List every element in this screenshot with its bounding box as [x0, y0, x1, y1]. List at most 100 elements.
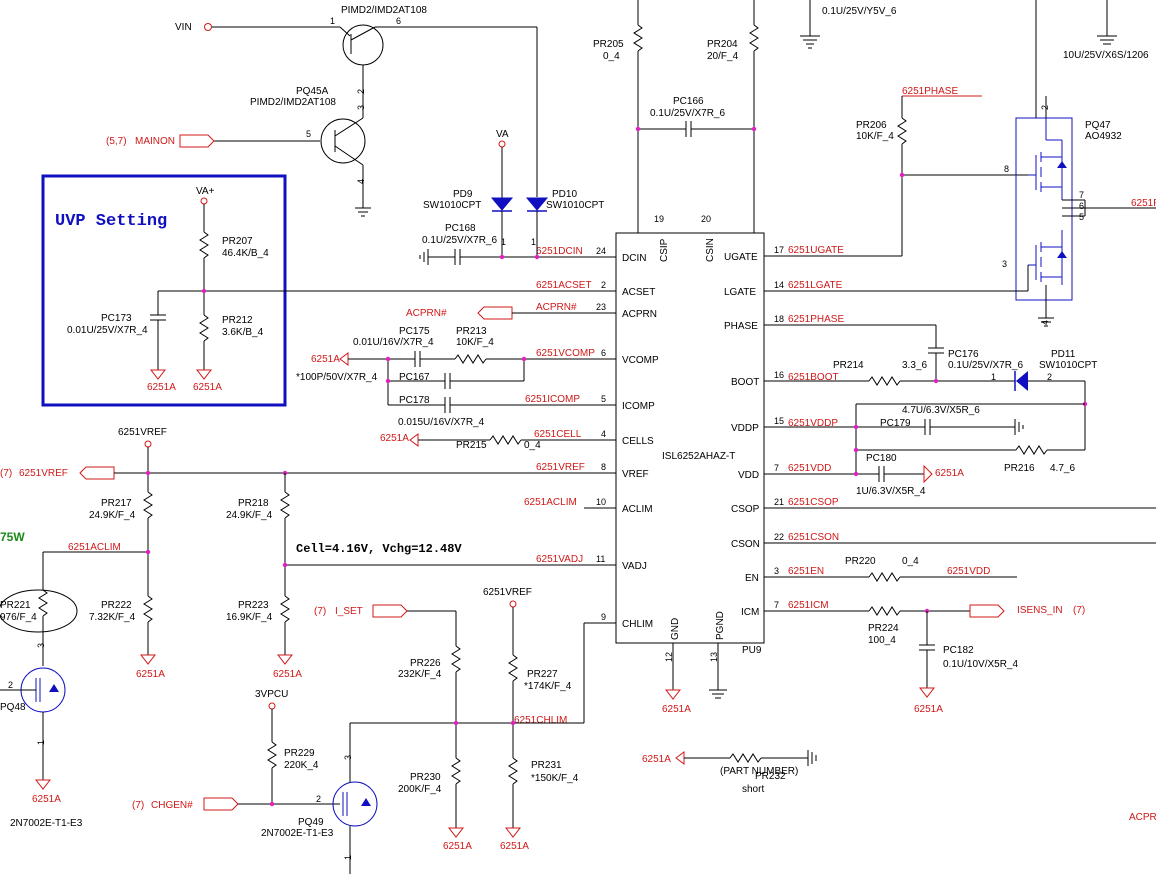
svg-text:PR216: PR216: [1004, 463, 1035, 474]
svg-text:PC178: PC178: [399, 395, 430, 406]
svg-text:6251A: 6251A: [193, 382, 222, 393]
svg-text:PC180: PC180: [866, 453, 897, 464]
pin-num: 5: [601, 394, 606, 404]
svg-text:0.1U/25V/X7R_6: 0.1U/25V/X7R_6: [650, 108, 725, 119]
svg-text:6251A: 6251A: [136, 669, 165, 680]
ic-part: ISL6252AHAZ-T: [662, 451, 735, 462]
pin-name-vref: VREF: [622, 469, 649, 480]
ic-grounds: 6251A: [662, 689, 727, 715]
uvp-title: UVP Setting: [55, 212, 167, 231]
net-label: 6251ICOMP: [525, 394, 580, 405]
pin-name-phase: PHASE: [724, 321, 758, 332]
svg-text:I_SET: I_SET: [335, 606, 363, 617]
svg-text:PR215: PR215: [456, 440, 487, 451]
svg-text:6251A: 6251A: [380, 433, 409, 444]
boot-network: PC176 0.1U/25V/X7R_6 PR214 3.3_6 1 2 PD1…: [794, 324, 1097, 450]
svg-text:5: 5: [1079, 212, 1084, 222]
svg-text:18: 18: [774, 314, 784, 324]
svg-text:15: 15: [774, 416, 784, 426]
svg-text:PR206: PR206: [856, 120, 887, 131]
net-label: 6251ACSET: [536, 280, 592, 291]
svg-text:976/F_4: 976/F_4: [0, 612, 37, 623]
svg-text:3: 3: [1002, 259, 1007, 269]
svg-text:(7): (7): [132, 800, 144, 811]
svg-text:PC175: PC175: [399, 326, 430, 337]
svg-text:PR227: PR227: [527, 669, 558, 680]
pq47-mosfets: 6251PHASE PR206 10K/F_4 8 PQ47 AO4932 2: [794, 0, 1156, 327]
ic-pu9-body: [615, 232, 765, 644]
current-sense-lines: PR220 0_4 6251VDD PR224 100_4 PC182 0.1U…: [794, 507, 1156, 823]
svg-text:CHGEN#: CHGEN#: [151, 800, 193, 811]
svg-text:6251A: 6251A: [273, 669, 302, 680]
svg-text:PR231: PR231: [531, 760, 562, 771]
pin-num: 24: [596, 246, 606, 256]
svg-text:6251VREF: 6251VREF: [483, 587, 532, 598]
svg-text:PR214: PR214: [833, 360, 864, 371]
svg-text:PR220: PR220: [845, 556, 876, 567]
svg-text:2: 2: [356, 89, 366, 94]
svg-text:6251BOOT: 6251BOOT: [788, 372, 839, 383]
pin-name-aclim: ACLIM: [622, 504, 653, 515]
net-label: 6251VCOMP: [536, 348, 595, 359]
pq49-switch: 3VPCU PR229 220K_4 (7) CHGEN# 2 3 1 PQ49…: [132, 689, 378, 874]
ic-right-pins: 17 14 18 16 15 7 21 22 3 7 UGATE LGATE P…: [724, 245, 844, 618]
svg-text:6251VDD: 6251VDD: [947, 566, 990, 577]
svg-text:PD9: PD9: [453, 189, 473, 200]
svg-text:2: 2: [316, 794, 321, 804]
svg-text:6251A: 6251A: [642, 754, 671, 765]
svg-text:0.015U/16V/X7R_4: 0.015U/16V/X7R_4: [398, 417, 485, 428]
svg-text:6251ACLIM: 6251ACLIM: [68, 542, 121, 553]
svg-text:24.9K/F_4: 24.9K/F_4: [226, 510, 273, 521]
svg-text:(PART NUMBER): (PART NUMBER): [720, 766, 798, 777]
svg-text:PR213: PR213: [456, 326, 487, 337]
svg-text:2: 2: [1040, 105, 1050, 110]
ic-refdes: PU9: [742, 645, 762, 656]
svg-text:0_4: 0_4: [603, 51, 620, 62]
svg-text:3.6K/B_4: 3.6K/B_4: [222, 327, 264, 338]
svg-text:10K/F_4: 10K/F_4: [856, 131, 894, 142]
svg-text:46.4K/B_4: 46.4K/B_4: [222, 248, 269, 259]
svg-text:75W: 75W: [0, 530, 25, 544]
svg-text:200K/F_4: 200K/F_4: [398, 784, 442, 795]
svg-text:8: 8: [1004, 164, 1009, 174]
svg-text:20/F_4: 20/F_4: [707, 51, 739, 62]
svg-text:3: 3: [774, 566, 779, 576]
svg-text:6: 6: [1079, 201, 1084, 211]
svg-text:PR207: PR207: [222, 236, 253, 247]
pin-name-chlim: CHLIM: [622, 619, 653, 630]
svg-text:22: 22: [774, 532, 784, 542]
svg-text:PQ47: PQ47: [1085, 120, 1111, 131]
svg-text:13: 13: [709, 652, 719, 662]
vdd-network: 4.7U/6.3V/X5R_6 PC179 PR216 4.7_6 6251A …: [794, 404, 1085, 497]
svg-text:PR212: PR212: [222, 315, 253, 326]
svg-text:3: 3: [343, 755, 353, 760]
svg-text:7: 7: [774, 463, 779, 473]
svg-text:6251PHASE: 6251PHASE: [788, 314, 844, 325]
svg-text:3VPCU: 3VPCU: [255, 689, 288, 700]
svg-text:6251ICM: 6251ICM: [788, 600, 829, 611]
acprn-arrow: ACPRN#: [406, 306, 584, 320]
svg-text:MAINON: MAINON: [135, 136, 175, 147]
svg-text:PQ45A: PQ45A: [296, 86, 329, 97]
svg-text:17: 17: [774, 245, 784, 255]
svg-text:6251A: 6251A: [935, 468, 964, 479]
pin-num: 2: [601, 280, 606, 290]
svg-text:3.3_6: 3.3_6: [902, 360, 927, 371]
svg-text:6251CSOP: 6251CSOP: [788, 497, 839, 508]
pin-num: 1: [531, 237, 536, 247]
svg-text:10U/25V/X6S/1206: 10U/25V/X6S/1206: [1063, 50, 1149, 61]
pin-num: 8: [601, 462, 606, 472]
svg-text:(7): (7): [1073, 605, 1085, 616]
net-label: 6251ACLIM: [524, 497, 577, 508]
svg-text:PR229: PR229: [284, 748, 315, 759]
svg-text:6251VREF: 6251VREF: [118, 427, 167, 438]
svg-text:2: 2: [8, 680, 13, 690]
net-label: 6251VREF: [536, 462, 585, 473]
csip-csin-network: PR205 0_4 PR204 20/F_4 PC166 0.1U/25V/X7…: [593, 0, 759, 200]
svg-text:PR221: PR221: [0, 600, 31, 611]
svg-text:VA+: VA+: [196, 186, 215, 197]
svg-text:PR226: PR226: [410, 658, 441, 669]
pin-name-dcin: DCIN: [622, 253, 646, 264]
pr232-short: 6251A (PART NUMBER) PR232 short: [642, 750, 817, 795]
net-label: 6251CELL: [534, 429, 582, 440]
